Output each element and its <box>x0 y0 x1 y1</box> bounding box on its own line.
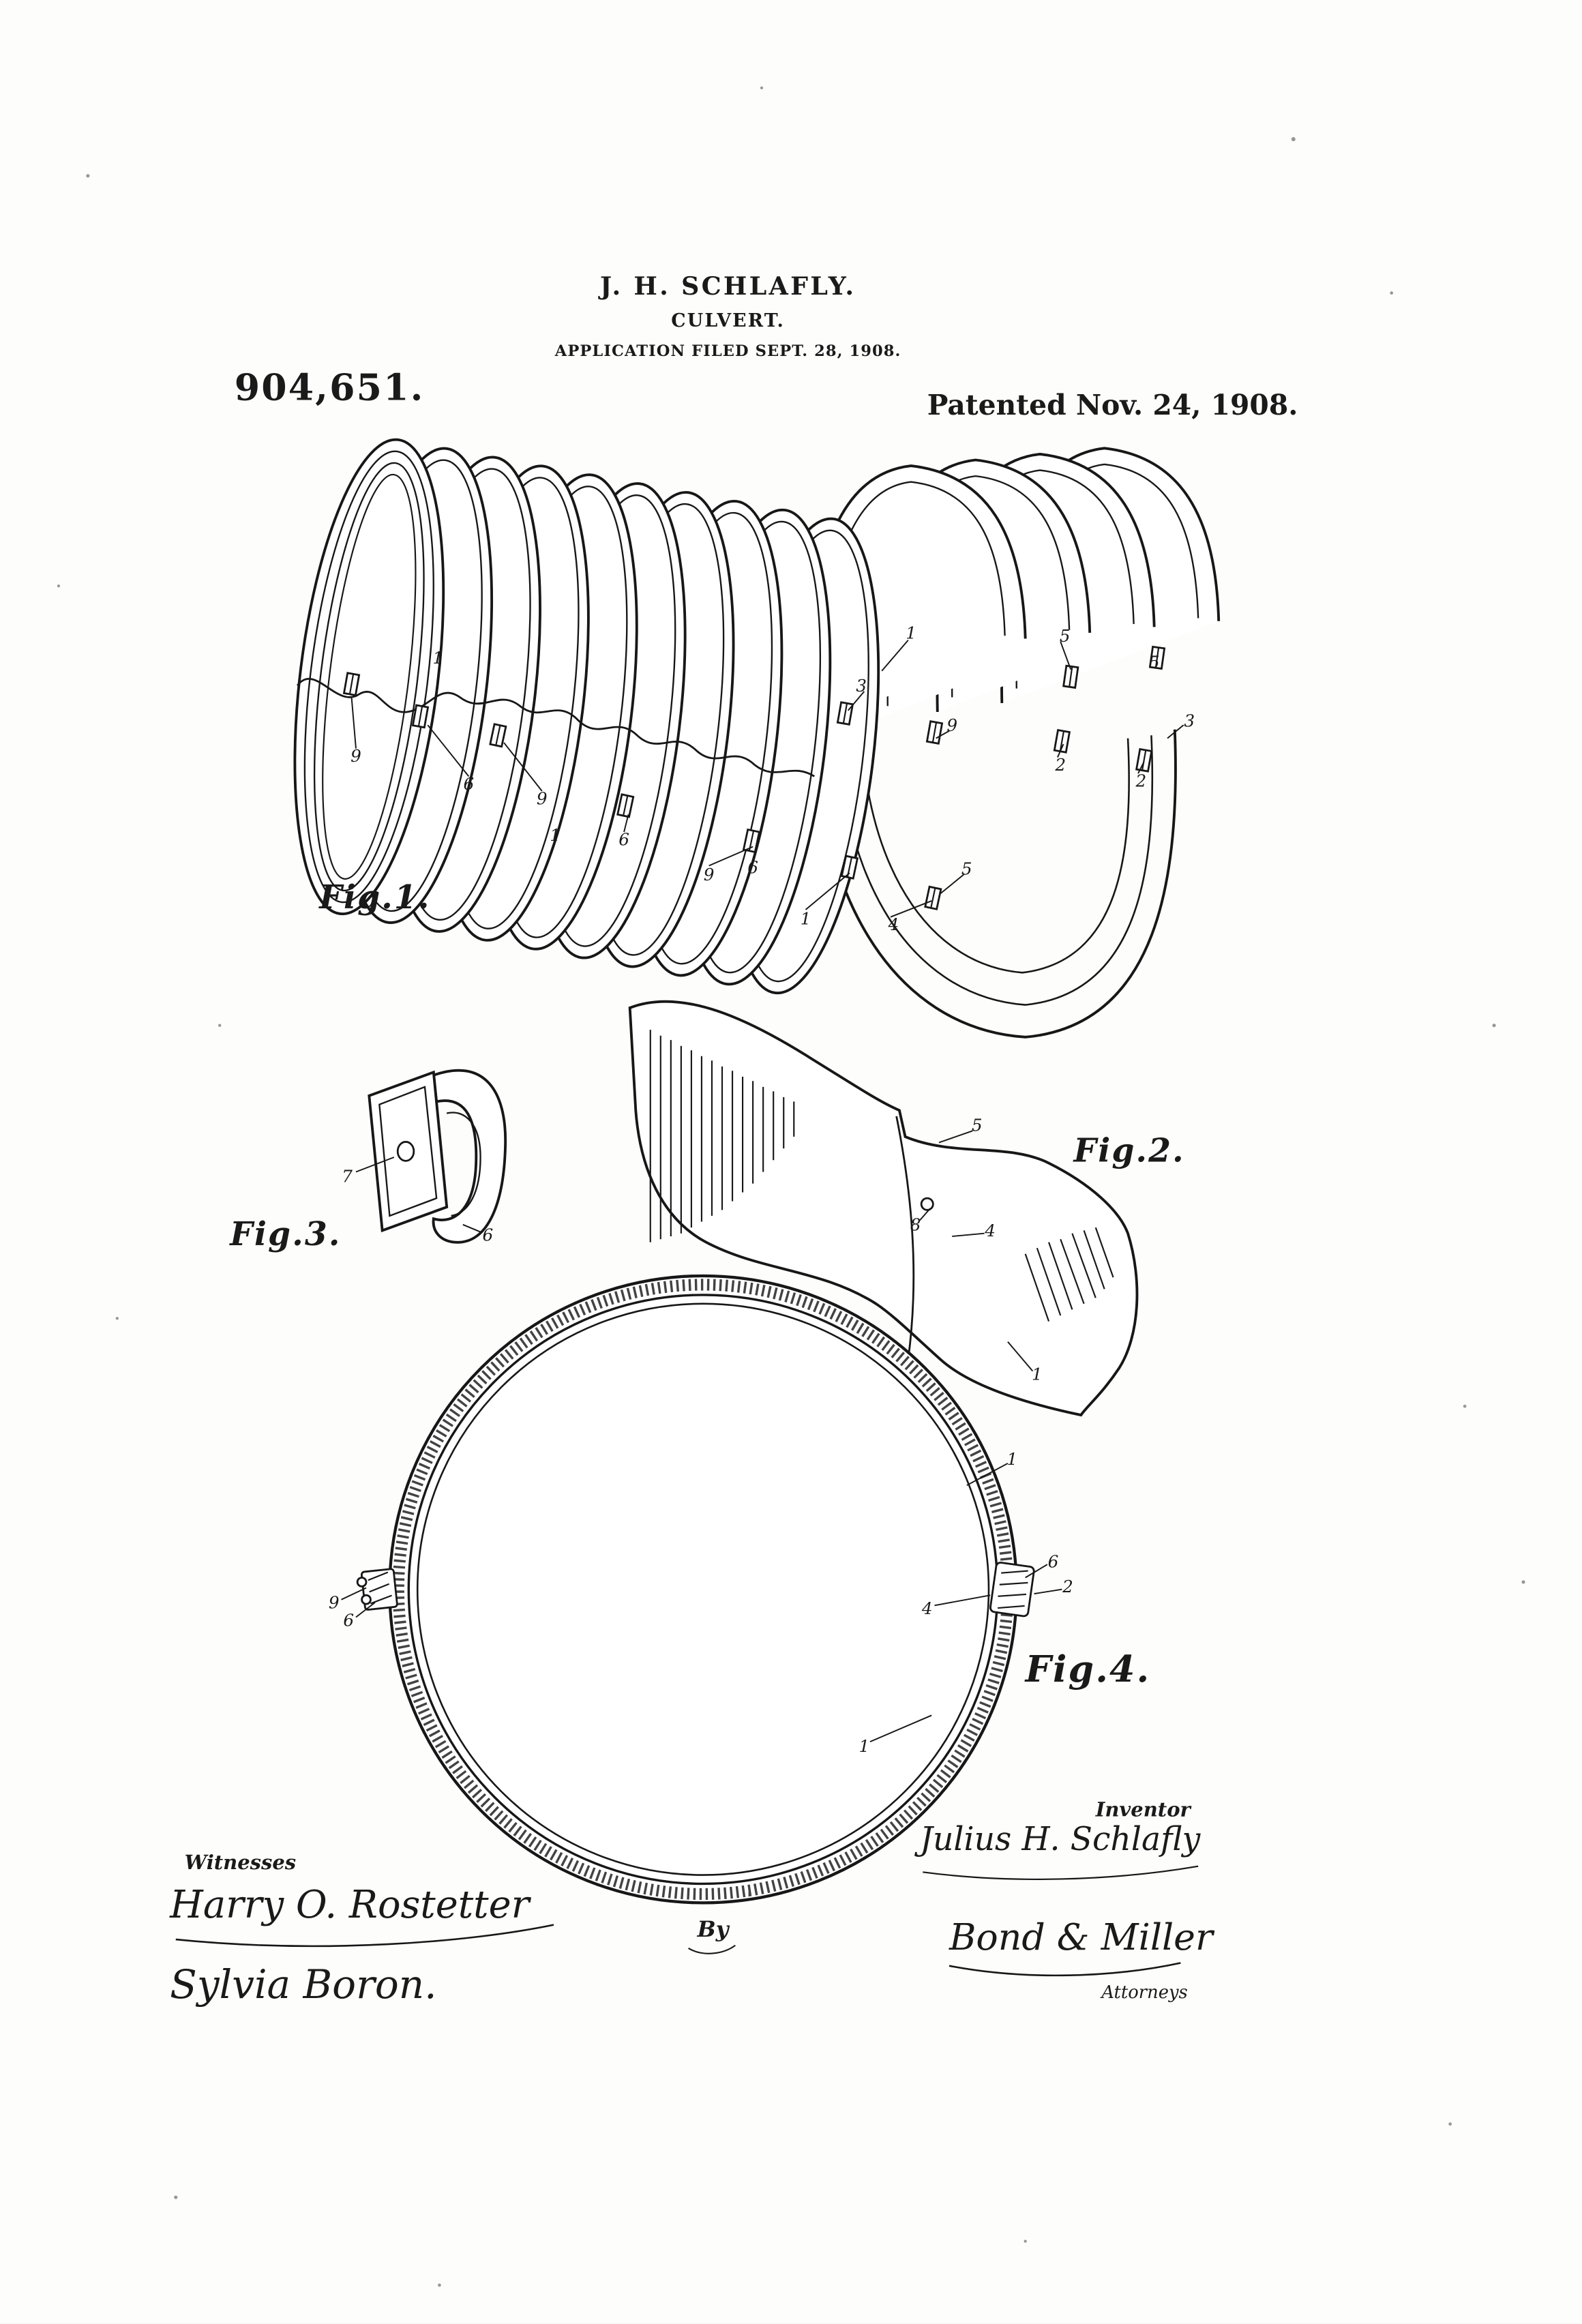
application-filed-line: APPLICATION FILED SEPT. 28, 1908. <box>554 342 901 361</box>
ref-numeral: 2 <box>1135 770 1147 791</box>
inventor-signature: Julius H. Schlafly <box>920 1822 1201 1859</box>
ref-numeral: 6 <box>482 1224 494 1245</box>
ref-numeral: 7 <box>342 1165 353 1187</box>
ref-numeral: 6 <box>463 773 475 794</box>
ref-numeral: 6 <box>1047 1551 1059 1572</box>
ref-numeral: 5 <box>971 1114 983 1135</box>
ref-numeral: 6 <box>747 856 758 878</box>
patent-number: 904,651. <box>234 366 425 409</box>
ref-numeral: 4 <box>888 914 899 935</box>
ref-numeral: 1 <box>550 824 561 846</box>
ref-numeral: 5 <box>1059 625 1071 646</box>
page-title-invention: CULVERT. <box>671 309 785 331</box>
inventor-label: Inventor <box>1095 1798 1191 1823</box>
ref-numeral: 3 <box>1184 710 1195 731</box>
witnesses-label: Witnesses <box>184 1851 297 1875</box>
ref-numeral: 3 <box>856 675 867 696</box>
ref-numeral: 9 <box>946 715 958 736</box>
ref-numeral: 9 <box>350 745 361 766</box>
figure-4-drawing <box>341 1274 1062 1905</box>
ref-numeral: 1 <box>859 1735 870 1757</box>
scan-specks <box>57 86 1525 2287</box>
ref-numeral: 4 <box>921 1598 933 1619</box>
ref-numeral: 6 <box>343 1609 355 1630</box>
page-title-inventor: J. H. SCHLAFLY. <box>599 272 856 302</box>
figure-1-drawing <box>293 438 1221 1039</box>
ref-numeral: 2 <box>1062 1576 1073 1597</box>
ref-numeral: 6 <box>618 829 629 850</box>
witness-signature-2: Sylvia Boron. <box>170 1963 437 2009</box>
by-label: By <box>697 1916 729 1943</box>
ref-numeral: 1 <box>1006 1448 1018 1470</box>
ref-numeral: 1 <box>800 908 811 929</box>
ref-numeral: 9 <box>536 788 548 809</box>
fig2-label: Fig.2. <box>1073 1132 1185 1171</box>
ref-numeral: 1 <box>906 622 916 644</box>
ref-numeral: 9 <box>328 1592 340 1613</box>
ref-numeral: 4 <box>985 1220 996 1241</box>
attorneys-label: Attorneys <box>1101 1982 1188 2003</box>
witness-signature-1: Harry O. Rostetter <box>170 1883 530 1928</box>
fig1-label: Fig.1. <box>319 878 431 917</box>
ref-numeral: 9 <box>703 864 715 885</box>
patent-date: Patented Nov. 24, 1908. <box>927 389 1298 422</box>
attorney-signature: Bond & Miller <box>949 1916 1213 1959</box>
ref-numeral: 5 <box>961 858 972 879</box>
figure-3-drawing <box>355 1069 507 1244</box>
ref-numeral: 1 <box>1031 1363 1043 1384</box>
ref-numeral: 1 <box>432 647 444 668</box>
fig3-label: Fig.3. <box>230 1215 342 1254</box>
ref-numeral: 2 <box>1055 754 1066 775</box>
ref-numeral: 8 <box>910 1214 921 1235</box>
ref-numeral: 5 <box>1148 651 1160 672</box>
figure-2-drawing <box>628 1000 1139 1417</box>
fig4-label: Fig.4. <box>1025 1648 1151 1690</box>
